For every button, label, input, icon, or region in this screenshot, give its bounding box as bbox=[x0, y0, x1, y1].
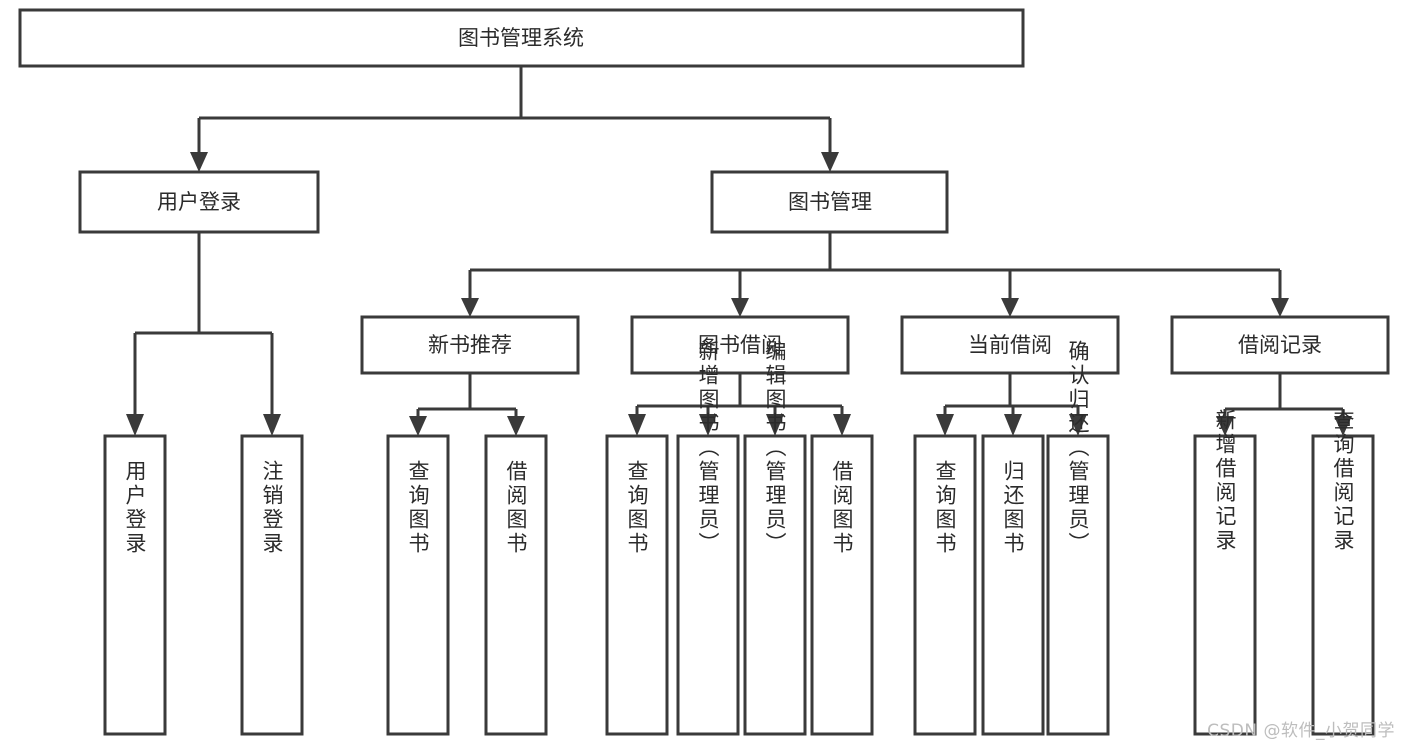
connector-group-new-book-rec bbox=[409, 373, 525, 436]
arrow-head-icon bbox=[1069, 414, 1087, 436]
node-box[interactable] bbox=[1046, 434, 1110, 736]
node-label-leaf: 新增图书（管理员） bbox=[696, 340, 720, 556]
node-new-book-recommend[interactable]: 新书推荐 bbox=[360, 315, 580, 375]
node-borrow-record[interactable]: 借阅记录 bbox=[1170, 315, 1390, 375]
node-box[interactable] bbox=[630, 315, 850, 375]
node-label-leaf: 确认归还（管理员） bbox=[1066, 340, 1090, 556]
node-box[interactable] bbox=[605, 434, 669, 736]
node-leaf-return-book[interactable]: 归还图书 bbox=[981, 434, 1045, 736]
node-label-leaf: 查询图书 bbox=[625, 460, 649, 556]
arrow-head-icon bbox=[507, 416, 525, 436]
arrow-head-icon bbox=[461, 298, 479, 317]
node-box[interactable] bbox=[913, 434, 977, 736]
connector-group-root bbox=[190, 66, 839, 172]
connector-group-borrow-record bbox=[1216, 373, 1352, 436]
node-label-book-management: 图书管理 bbox=[788, 190, 872, 214]
node-box[interactable] bbox=[78, 170, 320, 234]
connector-group-book-manage bbox=[461, 232, 1289, 317]
arrow-head-icon bbox=[1001, 298, 1019, 317]
arrow-head-icon bbox=[766, 414, 784, 436]
node-box[interactable] bbox=[1311, 434, 1375, 736]
arrow-head-icon bbox=[190, 152, 208, 172]
node-leaf-logout[interactable]: 注销登录 bbox=[240, 434, 304, 736]
connector-group-user-login bbox=[126, 232, 281, 436]
arrow-head-icon bbox=[731, 298, 749, 317]
node-box[interactable] bbox=[981, 434, 1045, 736]
node-box[interactable] bbox=[1193, 434, 1257, 736]
node-leaf-query-book-borrow[interactable]: 查询图书 bbox=[605, 434, 669, 736]
node-label-new-book-recommend: 新书推荐 bbox=[428, 333, 512, 357]
node-leaf-query-book-current[interactable]: 查询图书 bbox=[913, 434, 977, 736]
arrow-head-icon bbox=[936, 414, 954, 436]
arrow-head-icon bbox=[263, 414, 281, 436]
node-label-leaf: 查询借阅记录 bbox=[1331, 409, 1355, 553]
node-leaf-query-borrow-record[interactable]: 查询借阅记录 bbox=[1311, 409, 1375, 736]
node-label-leaf: 编辑图书（管理员） bbox=[763, 340, 787, 556]
arrow-head-icon bbox=[1216, 416, 1234, 436]
node-label-book-borrow: 图书借阅 bbox=[698, 333, 782, 357]
node-label-leaf: 借阅图书 bbox=[830, 460, 854, 556]
node-label-leaf: 用户登录 bbox=[123, 460, 147, 556]
node-leaf-add-book-admin[interactable]: 新增图书（管理员） bbox=[676, 340, 740, 736]
node-leaf-borrow-book[interactable]: 借阅图书 bbox=[810, 434, 874, 736]
node-box[interactable] bbox=[743, 434, 807, 736]
node-box[interactable] bbox=[360, 315, 580, 375]
node-leaf-query-book-rec[interactable]: 查询图书 bbox=[386, 434, 450, 736]
node-box[interactable] bbox=[484, 434, 548, 736]
node-box[interactable] bbox=[900, 315, 1120, 375]
node-box[interactable] bbox=[103, 434, 167, 736]
arrow-head-icon bbox=[126, 414, 144, 436]
arrow-head-icon bbox=[1271, 298, 1289, 317]
node-root[interactable]: 图书管理系统 bbox=[18, 8, 1025, 68]
node-user-login[interactable]: 用户登录 bbox=[78, 170, 320, 234]
node-label-leaf: 查询图书 bbox=[406, 460, 430, 556]
node-box[interactable] bbox=[810, 434, 874, 736]
node-box[interactable] bbox=[386, 434, 450, 736]
arrow-head-icon bbox=[699, 414, 717, 436]
node-box[interactable] bbox=[676, 434, 740, 736]
node-book-borrow[interactable]: 图书借阅 bbox=[630, 315, 850, 375]
arrow-head-icon bbox=[1004, 414, 1022, 436]
arrow-head-icon bbox=[1334, 416, 1352, 436]
node-label-root: 图书管理系统 bbox=[458, 26, 584, 50]
node-leaf-borrow-book-rec[interactable]: 借阅图书 bbox=[484, 434, 548, 736]
node-label-borrow-record: 借阅记录 bbox=[1238, 333, 1322, 357]
node-leaf-user-login[interactable]: 用户登录 bbox=[103, 434, 167, 736]
connector-group-current-borrow bbox=[936, 373, 1087, 436]
arrow-head-icon bbox=[833, 414, 851, 436]
node-label-leaf: 借阅图书 bbox=[504, 460, 528, 556]
node-label-leaf: 查询图书 bbox=[933, 460, 957, 556]
node-box[interactable] bbox=[710, 170, 949, 234]
node-book-management[interactable]: 图书管理 bbox=[710, 170, 949, 234]
node-box[interactable] bbox=[18, 8, 1025, 68]
node-box[interactable] bbox=[240, 434, 304, 736]
node-box[interactable] bbox=[1170, 315, 1390, 375]
node-leaf-edit-book-admin[interactable]: 编辑图书（管理员） bbox=[743, 340, 807, 736]
connector-group-book-borrow bbox=[628, 373, 851, 436]
node-current-borrow[interactable]: 当前借阅 bbox=[900, 315, 1120, 375]
arrow-head-icon bbox=[628, 414, 646, 436]
node-label-leaf: 新增借阅记录 bbox=[1213, 409, 1237, 553]
node-label-leaf: 注销登录 bbox=[260, 460, 284, 556]
arrow-head-icon bbox=[821, 152, 839, 172]
node-label-current-borrow: 当前借阅 bbox=[968, 333, 1052, 357]
node-label-leaf: 归还图书 bbox=[1001, 460, 1025, 556]
arrow-head-icon bbox=[409, 416, 427, 436]
csdn-watermark: CSDN @软件_小贺同学 bbox=[1207, 721, 1395, 741]
node-leaf-add-borrow-record[interactable]: 新增借阅记录 bbox=[1193, 409, 1257, 736]
node-leaf-confirm-return-admin[interactable]: 确认归还（管理员） bbox=[1046, 340, 1110, 736]
node-label-user-login: 用户登录 bbox=[157, 190, 241, 214]
